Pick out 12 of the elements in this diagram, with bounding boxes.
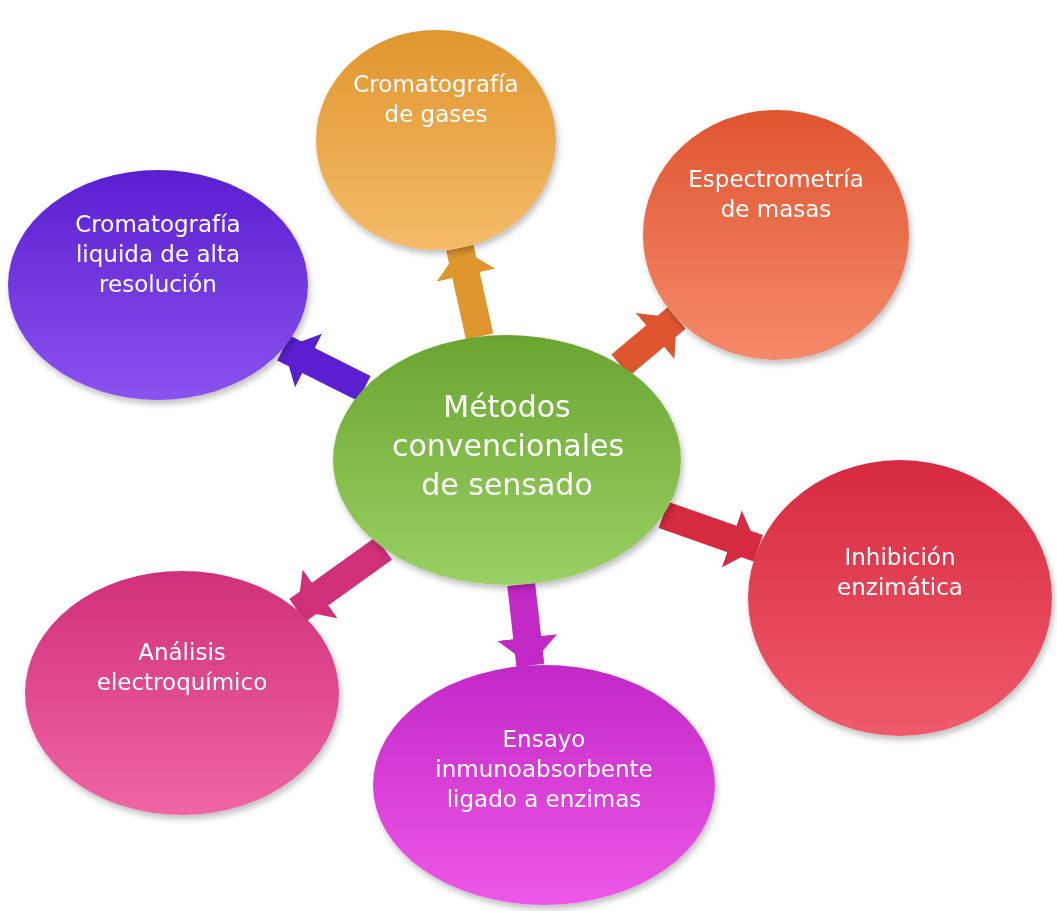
node-label: Análisis electroquímico: [95, 638, 269, 697]
node-label: Inhibición enzimática: [836, 543, 964, 602]
node-label: Cromatografía liquida de alta resolución: [74, 210, 242, 299]
node-label: Espectrometría de masas: [687, 165, 865, 224]
block-arrow: [277, 333, 371, 401]
node-label: Ensayo inmunoabsorbente ligado a enzimas: [434, 725, 654, 814]
node-label: Cromatografía de gases: [352, 70, 520, 129]
block-arrow: [497, 583, 557, 667]
block-arrow: [611, 307, 686, 376]
node-label: Métodos convencionales de sensado: [392, 387, 622, 504]
block-arrow: [658, 501, 763, 568]
block-arrow: [436, 244, 496, 340]
